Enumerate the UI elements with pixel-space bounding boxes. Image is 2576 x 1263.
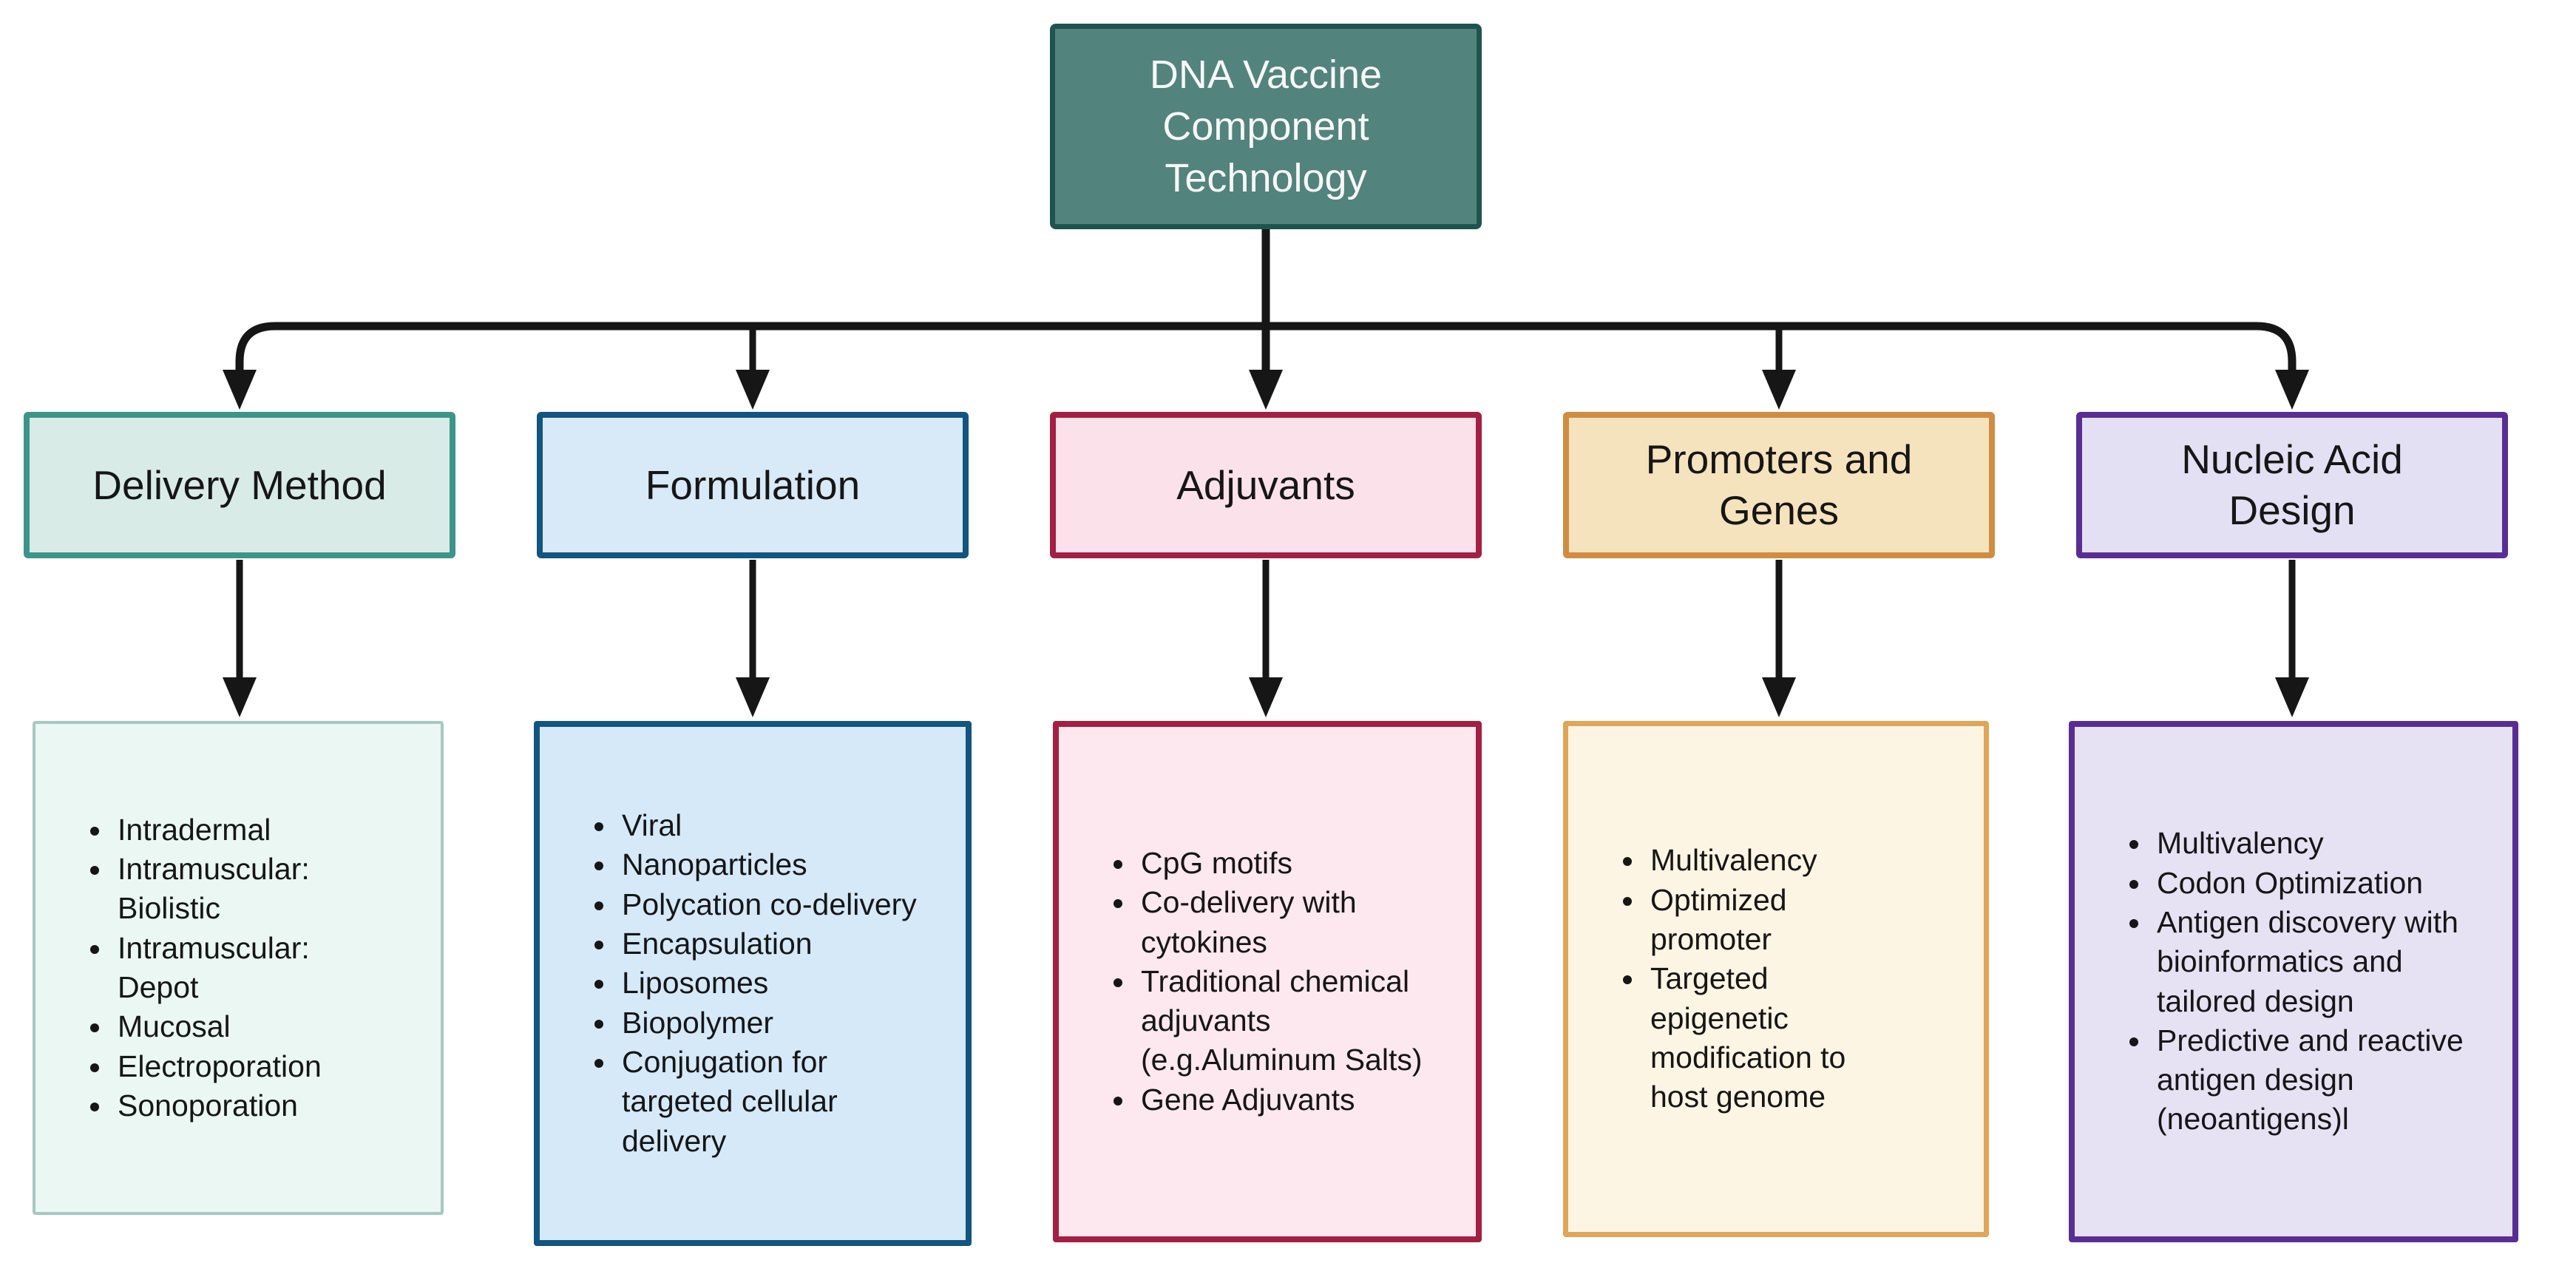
list-item: Co-delivery with cytokines xyxy=(1136,883,1431,962)
list-item: Traditional chemical adjuvants (e.g.Alum… xyxy=(1136,962,1431,1080)
branch-detail-nucleic-acid-design: MultivalencyCodon OptimizationAntigen di… xyxy=(2069,721,2518,1242)
root-node: DNA Vaccine Component Technology xyxy=(1050,24,1482,229)
branch-detail-formulation: ViralNanoparticlesPolycation co-delivery… xyxy=(534,721,972,1246)
list-item: Targeted epigenetic modification to host… xyxy=(1646,959,1902,1117)
root-node-title: DNA Vaccine Component Technology xyxy=(1149,52,1383,201)
branch-label: Formulation xyxy=(645,461,861,508)
branch-label: Nucleic Acid Design xyxy=(2181,436,2403,533)
list-item: Mucosal xyxy=(113,1007,396,1046)
branch-item-list: CpG motifsCo-delivery with cytokinesTrad… xyxy=(1059,844,1476,1120)
list-item: Liposomes xyxy=(617,964,921,1003)
connector-arrowhead xyxy=(2275,677,2309,717)
connector-arrowhead xyxy=(223,370,257,410)
connector-arrowhead xyxy=(736,370,770,410)
branch-item-list: MultivalencyCodon OptimizationAntigen di… xyxy=(2075,824,2512,1139)
list-item: Electroporation xyxy=(113,1047,396,1086)
connector-arrowhead xyxy=(1249,370,1283,410)
branch-detail-delivery-method: IntradermalIntramuscular: BiolisticIntra… xyxy=(33,721,444,1215)
list-item: Codon Optimization xyxy=(2152,864,2475,903)
list-item: Gene Adjuvants xyxy=(1136,1080,1431,1120)
list-item: Antigen discovery with bioinformatics an… xyxy=(2152,903,2475,1021)
branch-header-adjuvants: Adjuvants xyxy=(1050,412,1482,558)
branch-header-promoters-and-genes: Promoters and Genes xyxy=(1563,412,1995,558)
connector-arrowhead xyxy=(736,677,770,717)
list-item: Multivalency xyxy=(1646,841,1902,880)
branch-item-list: ViralNanoparticlesPolycation co-delivery… xyxy=(540,806,966,1161)
connector-arrowhead xyxy=(2275,370,2309,410)
branch-label: Promoters and Genes xyxy=(1645,436,1913,533)
list-item: Sonoporation xyxy=(113,1086,396,1125)
branch-header-delivery-method: Delivery Method xyxy=(24,412,455,558)
branch-label: Adjuvants xyxy=(1176,461,1355,508)
list-item: Multivalency xyxy=(2152,824,2475,863)
list-item: CpG motifs xyxy=(1136,844,1431,883)
branch-label: Delivery Method xyxy=(92,461,387,508)
branch-detail-promoters-and-genes: MultivalencyOptimized promoterTargeted e… xyxy=(1563,721,1989,1237)
list-item: Predictive and reactive antigen design (… xyxy=(2152,1021,2475,1140)
list-item: Biopolymer xyxy=(617,1003,921,1043)
list-item: Intradermal xyxy=(113,810,396,850)
connector-arrowhead xyxy=(1249,677,1283,717)
branch-item-list: MultivalencyOptimized promoterTargeted e… xyxy=(1568,841,1984,1117)
branch-header-nucleic-acid-design: Nucleic Acid Design xyxy=(2076,412,2508,558)
list-item: Encapsulation xyxy=(617,924,921,964)
branch-item-list: IntradermalIntramuscular: BiolisticIntra… xyxy=(35,810,441,1125)
list-item: Conjugation for targeted cellular delive… xyxy=(617,1043,921,1161)
list-item: Optimized promoter xyxy=(1646,881,1902,960)
list-item: Polycation co-delivery xyxy=(617,885,921,924)
connector-arrowhead xyxy=(223,677,257,717)
list-item: Intramuscular: Biolistic xyxy=(113,850,396,929)
list-item: Viral xyxy=(617,806,921,845)
list-item: Nanoparticles xyxy=(617,845,921,884)
list-item: Intramuscular: Depot xyxy=(113,929,396,1008)
connector-arrowhead xyxy=(1762,677,1796,717)
branch-detail-adjuvants: CpG motifsCo-delivery with cytokinesTrad… xyxy=(1053,721,1482,1242)
branch-header-formulation: Formulation xyxy=(537,412,969,558)
connector-arrowhead xyxy=(1762,370,1796,410)
